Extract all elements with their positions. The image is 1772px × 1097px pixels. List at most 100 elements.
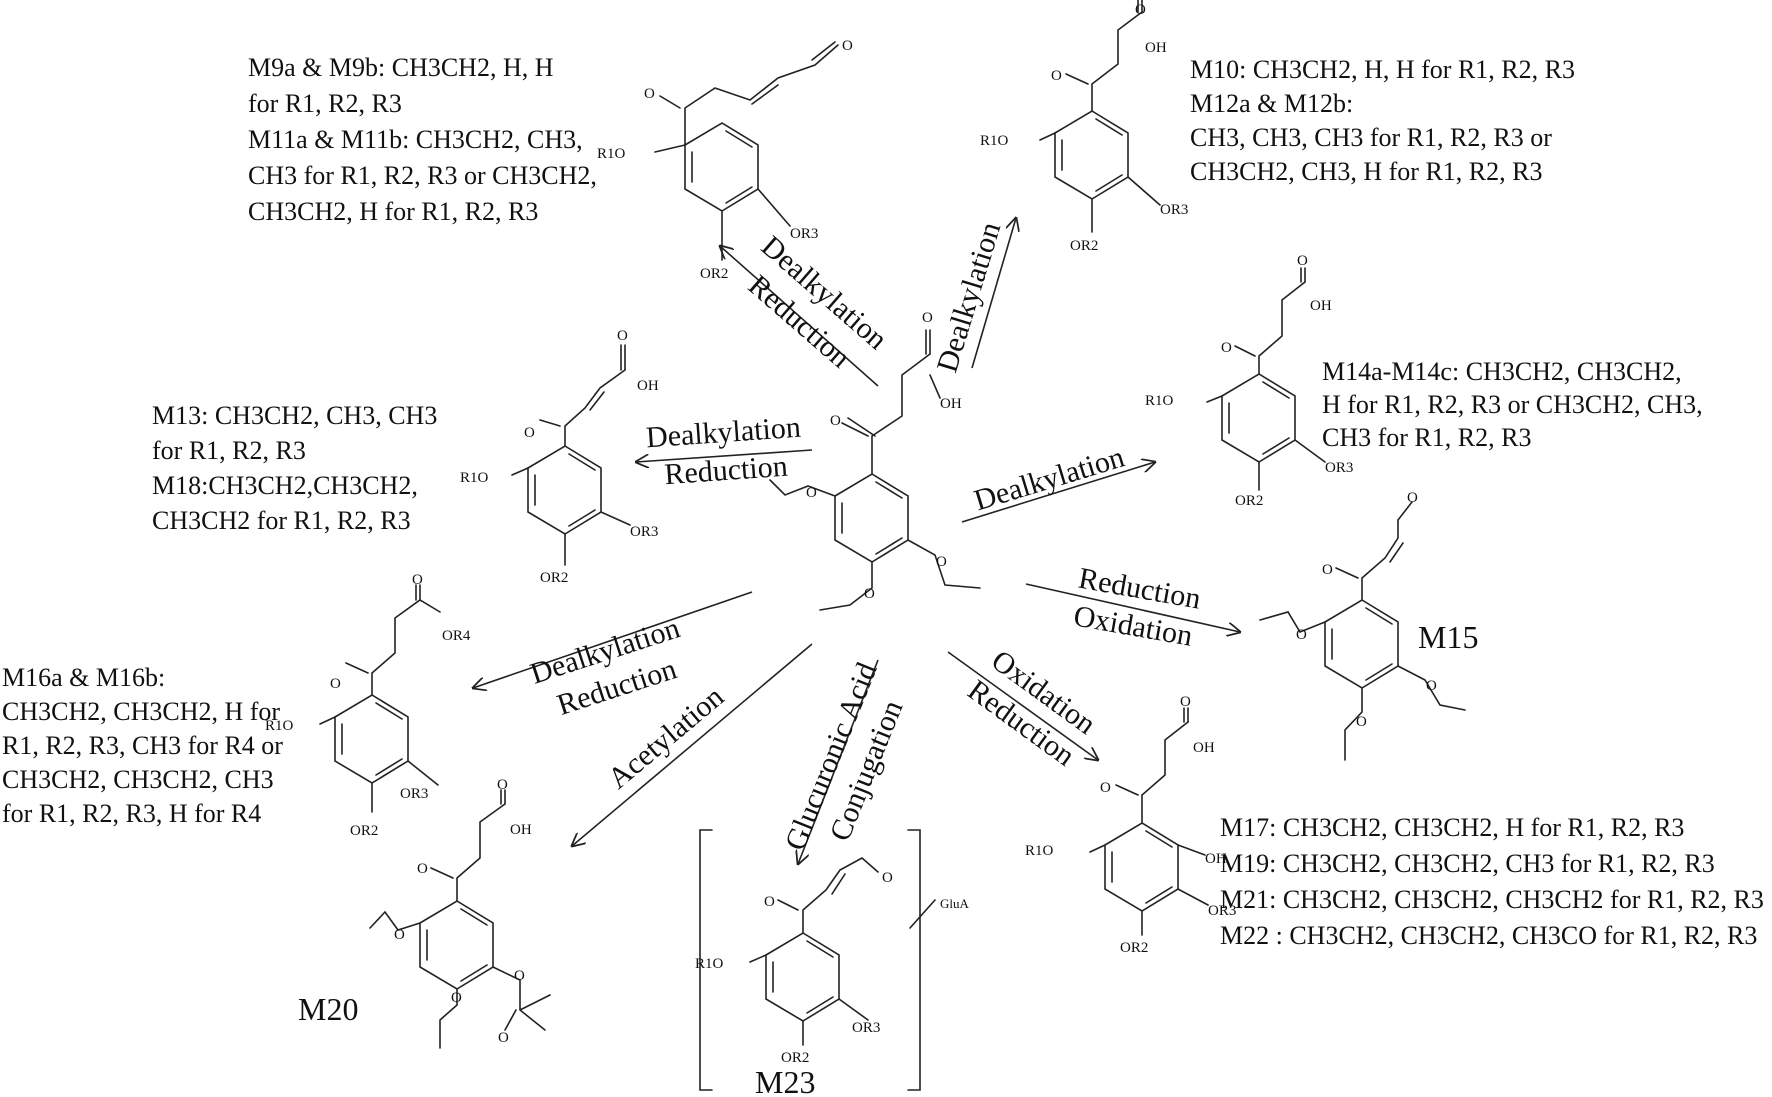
m13-line-4: CH3CH2 for R1, R2, R3 [152, 506, 411, 535]
m9-or3: OR3 [790, 226, 818, 242]
parent-ether-o1: O [806, 485, 817, 501]
m13-or3: OR3 [630, 524, 658, 540]
m15-structure [1259, 501, 1466, 761]
m16-structure [319, 584, 441, 813]
m10-oh: OH [1145, 40, 1167, 56]
m10-line-2: M12a & M12b: [1190, 89, 1353, 118]
m10-acid-o: O [1135, 2, 1146, 18]
m23-or3: OR3 [852, 1020, 880, 1036]
m17-line-2: M19: CH3CH2, CH3CH2, CH3 for R1, R2, R3 [1220, 849, 1715, 878]
m10-structure [1039, 0, 1161, 233]
rxn-m13-line1: Dealkylation [645, 411, 802, 455]
m9-aldehyde-o: O [842, 38, 853, 54]
m13-or2: OR2 [540, 570, 568, 586]
m16-ester-o: O [412, 572, 423, 588]
m20-structure [369, 789, 551, 1049]
arrow-to-m23 [798, 659, 879, 864]
m14-line-1: M14a-M14c: CH3CH2, CH3CH2, [1322, 357, 1682, 386]
m13-r1o: R1O [460, 470, 489, 486]
m10-or2: OR2 [1070, 238, 1098, 254]
parent-ether-o2: O [936, 554, 947, 570]
m13-carbonyl-o: O [524, 425, 535, 441]
arrow-to-m10 [971, 218, 1016, 369]
m14-acid-o: O [1297, 253, 1308, 269]
arrow-to-m17 [947, 651, 1098, 760]
m15-aldehyde-o: O [1407, 490, 1418, 506]
m17-line-3: M21: CH3CH2, CH3CH2, CH3CH2 for R1, R2, … [1220, 885, 1764, 914]
m16-or3: OR3 [400, 786, 428, 802]
label-m17: M17: CH3CH2, CH3CH2, H for R1, R2, R3 M1… [1220, 813, 1764, 950]
m17-acid-o: O [1180, 694, 1191, 710]
m14-r1o: R1O [1145, 393, 1174, 409]
m17-line-1: M17: CH3CH2, CH3CH2, H for R1, R2, R3 [1220, 813, 1684, 842]
m17-or2: OR2 [1120, 940, 1148, 956]
label-m10: M10: CH3CH2, H, H for R1, R2, R3 M12a & … [1190, 55, 1575, 186]
m9-r1o: R1O [597, 146, 626, 162]
m15-ether-o2: O [1426, 678, 1437, 694]
m16-r1o: R1O [265, 718, 294, 734]
m13-oh: OH [637, 378, 659, 394]
m13-line-2: for R1, R2, R3 [152, 436, 306, 465]
m10-carbonyl-o: O [1051, 68, 1062, 84]
rxn-m14: Dealkylation [970, 440, 1128, 517]
m9-or2: OR2 [700, 266, 728, 282]
arrow-to-m14 [961, 462, 1155, 523]
m20-oh: OH [510, 822, 532, 838]
m14-line-2: H for R1, R2, R3 or CH3CH2, CH3, [1322, 390, 1703, 419]
label-m23: M23 [755, 1064, 815, 1097]
m13-line-3: M18:CH3CH2,CH3CH2, [152, 471, 418, 500]
arrow-to-m9 [720, 246, 879, 387]
label-m14: M14a-M14c: CH3CH2, CH3CH2, H for R1, R2,… [1322, 357, 1703, 452]
m16-line-5: for R1, R2, R3, H for R4 [2, 799, 261, 828]
m23-structure [699, 829, 936, 1091]
m17-oh: OH [1193, 740, 1215, 756]
parent-compound [769, 329, 981, 611]
m17-line-4: M22 : CH3CH2, CH3CH2, CH3CO for R1, R2, … [1220, 921, 1757, 950]
m9-carbonyl-o: O [644, 86, 655, 102]
m15-carbonyl-o: O [1322, 562, 1333, 578]
parent-oh: OH [940, 396, 962, 412]
label-m9: M9a & M9b: CH3CH2, H, H for R1, R2, R3 M… [248, 53, 597, 226]
m13-structure [511, 344, 631, 566]
m23-carbonyl-o: O [764, 894, 775, 910]
label-m20: M20 [298, 991, 358, 1027]
rxn-m13-line2: Reduction [663, 450, 788, 492]
m14-structure [1206, 267, 1326, 491]
parent-carbonyl-o: O [830, 413, 841, 429]
m9-line-4: CH3 for R1, R2, R3 or CH3CH2, [248, 161, 597, 190]
m14-or2: OR2 [1235, 493, 1263, 509]
m17-ring-oh: OH [1205, 851, 1227, 867]
m16-line-1: M16a & M16b: [2, 663, 165, 692]
m20-carbonyl-o2: O [498, 1030, 509, 1046]
m9-line-2: for R1, R2, R3 [248, 89, 402, 118]
m10-r1o: R1O [980, 133, 1009, 149]
label-m16: M16a & M16b: CH3CH2, CH3CH2, H for R1, R… [2, 663, 283, 828]
m9-line-3: M11a & M11b: CH3CH2, CH3, [248, 125, 583, 154]
m16-line-3: R1, R2, R3, CH3 for R4 or [2, 731, 283, 760]
arrow-to-m13 [636, 449, 813, 462]
m17-or3: OR3 [1208, 903, 1236, 919]
label-m15: M15 [1418, 619, 1478, 655]
m13-acid-o: O [617, 328, 628, 344]
m20-ether-o1: O [394, 927, 405, 943]
m10-or3: OR3 [1160, 202, 1188, 218]
m23-glua: GluA [940, 896, 970, 911]
m13-line-1: M13: CH3CH2, CH3, CH3 [152, 401, 437, 430]
label-m13: M13: CH3CH2, CH3, CH3 for R1, R2, R3 M18… [152, 401, 437, 535]
m16-or2: OR2 [350, 823, 378, 839]
m15-ether-o1: O [1296, 627, 1307, 643]
m20-carbonyl-o: O [417, 861, 428, 877]
parent-ether-o3: O [864, 586, 875, 602]
m20-acid-o: O [497, 777, 508, 793]
arrow-to-m16 [473, 591, 753, 688]
m9-line-5: CH3CH2, H for R1, R2, R3 [248, 197, 538, 226]
m14-line-3: CH3 for R1, R2, R3 [1322, 423, 1531, 452]
m16-or4: OR4 [442, 628, 471, 644]
m14-carbonyl-o: O [1221, 340, 1232, 356]
m14-oh: OH [1310, 298, 1332, 314]
m10-line-3: CH3, CH3, CH3 for R1, R2, R3 or [1190, 123, 1552, 152]
m15-ether-o3: O [1356, 714, 1367, 730]
m17-carbonyl-o: O [1100, 780, 1111, 796]
m23-aldehyde-o: O [882, 870, 893, 886]
m17-structure [1089, 707, 1209, 936]
